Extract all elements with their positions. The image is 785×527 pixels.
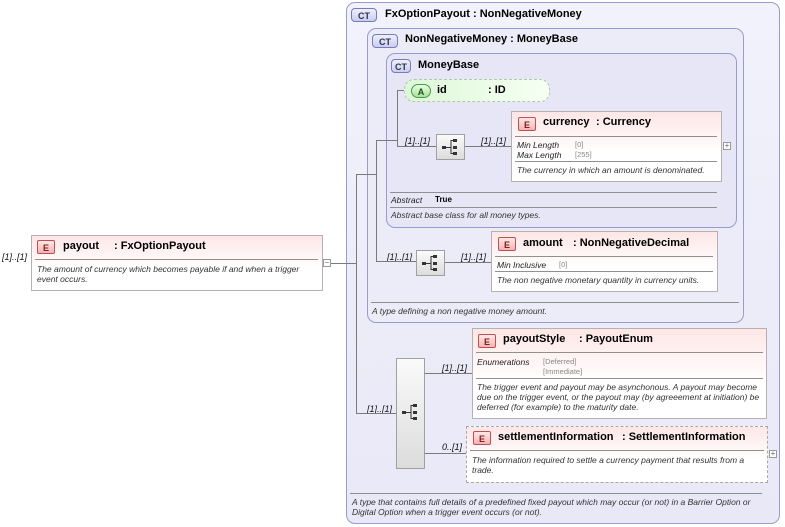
currency-doc: The currency in which an amount is denom… <box>517 165 705 175</box>
complex-type-extension-icon: CT <box>372 34 398 48</box>
connector-line <box>425 373 472 374</box>
connector-line <box>376 140 398 141</box>
payoutstyle-doc: The trigger event and payout may be asyn… <box>477 382 760 412</box>
currency-seq-cardinality: [1]..[1] <box>405 136 431 146</box>
connector-line <box>356 174 376 175</box>
separator <box>495 256 713 257</box>
element-settlementinformation[interactable] <box>466 426 768 483</box>
payoutstyle-type: : PayoutEnum <box>579 333 653 345</box>
facet-value: [0] <box>559 260 568 269</box>
separator <box>515 161 717 162</box>
settlementinformation-cardinality: 0..[1] <box>442 442 463 452</box>
payout-name: payout <box>63 240 100 252</box>
complex-type-icon: CT <box>391 59 411 73</box>
sequence-icon <box>422 255 437 271</box>
element-icon: E <box>478 334 496 348</box>
enum-value: [Immediate] <box>543 367 583 376</box>
attribute-icon: A <box>411 84 431 98</box>
attribute-id-name: id <box>437 84 447 96</box>
amount-doc: The non negative monetary quantity in cu… <box>497 275 700 285</box>
nonnegativemoney-doc: A type defining a non negative money amo… <box>372 306 547 316</box>
main-seq-cardinality: [1]..[1] <box>367 404 393 414</box>
expand-toggle-currency[interactable]: + <box>723 141 731 150</box>
amount-name: amount <box>523 237 563 249</box>
connector-line <box>425 453 466 454</box>
connector-line <box>376 140 377 262</box>
currency-cardinality: [1]..[1] <box>481 136 507 146</box>
payout-type: : FxOptionPayout <box>114 240 206 252</box>
separator <box>476 378 763 379</box>
settlementinformation-type: : SettlementInformation <box>622 431 746 443</box>
abstract-value: True <box>435 195 452 204</box>
expand-toggle-settlementinformation[interactable]: + <box>769 449 777 458</box>
currency-type: : Currency <box>596 116 652 128</box>
separator <box>470 450 764 451</box>
connector-line <box>331 263 356 264</box>
connector-line <box>356 174 357 414</box>
moneybase-doc: Abstract base class for all money types. <box>391 210 541 220</box>
element-icon: E <box>37 240 55 254</box>
element-amount[interactable] <box>491 231 718 292</box>
element-icon: E <box>518 117 536 131</box>
payout-doc: The amount of currency which becomes pay… <box>37 264 300 284</box>
nonnegativemoney-type-title: NonNegativeMoney : MoneyBase <box>405 33 578 45</box>
element-payoutstyle[interactable] <box>472 328 767 419</box>
separator <box>390 207 717 208</box>
attribute-id-type: : ID <box>488 84 506 96</box>
complex-type-extension-icon: CT <box>351 8 377 22</box>
separator <box>350 493 762 494</box>
payoutstyle-name: payoutStyle <box>503 333 566 345</box>
amount-cardinality: [1]..[1] <box>461 252 487 262</box>
element-icon: E <box>473 431 491 445</box>
facet-value: [255] <box>575 150 592 159</box>
enum-value: [Deferred] <box>543 357 577 366</box>
settlementinformation-name: settlementInformation <box>498 431 614 443</box>
separator <box>35 259 318 260</box>
element-currency[interactable] <box>511 111 722 182</box>
connector-line <box>376 261 416 262</box>
payout-cardinality: [1]..[1] <box>2 252 28 262</box>
settlementinformation-doc: The information required to settle a cur… <box>472 455 745 475</box>
facet-value: [0] <box>575 140 584 149</box>
moneybase-type-title: MoneyBase <box>418 59 480 71</box>
fxoptionpayout-type-title: FxOptionPayout : NonNegativeMoney <box>385 8 582 20</box>
connector-line <box>445 262 491 263</box>
abstract-label: Abstract <box>391 195 423 205</box>
amount-seq-cardinality: [1]..[1] <box>387 252 413 262</box>
connector-line <box>397 146 436 147</box>
sequence-icon <box>402 404 417 420</box>
attribute-id[interactable] <box>404 79 550 102</box>
collapse-toggle-payout[interactable]: − <box>323 258 331 267</box>
amount-type: : NonNegativeDecimal <box>573 237 690 249</box>
connector-line <box>465 146 511 147</box>
connector-line <box>397 90 404 91</box>
facet-label: Min Inclusive <box>497 260 547 270</box>
facet-label: Max Length <box>517 150 562 160</box>
separator <box>390 192 717 193</box>
separator <box>476 352 763 353</box>
payoutstyle-cardinality: [1]..[1] <box>442 363 468 373</box>
connector-line <box>356 413 396 414</box>
element-icon: E <box>498 237 516 251</box>
enumerations-label: Enumerations <box>477 357 530 367</box>
sequence-icon <box>442 139 457 155</box>
element-payout[interactable] <box>31 235 323 291</box>
facet-label: Min Length <box>517 140 560 150</box>
separator <box>371 302 739 303</box>
separator <box>495 271 713 272</box>
separator <box>515 136 717 137</box>
currency-name: currency <box>543 116 590 128</box>
connector-line <box>397 90 398 147</box>
fxoptionpayout-doc: A type that contains full details of a p… <box>352 497 751 517</box>
